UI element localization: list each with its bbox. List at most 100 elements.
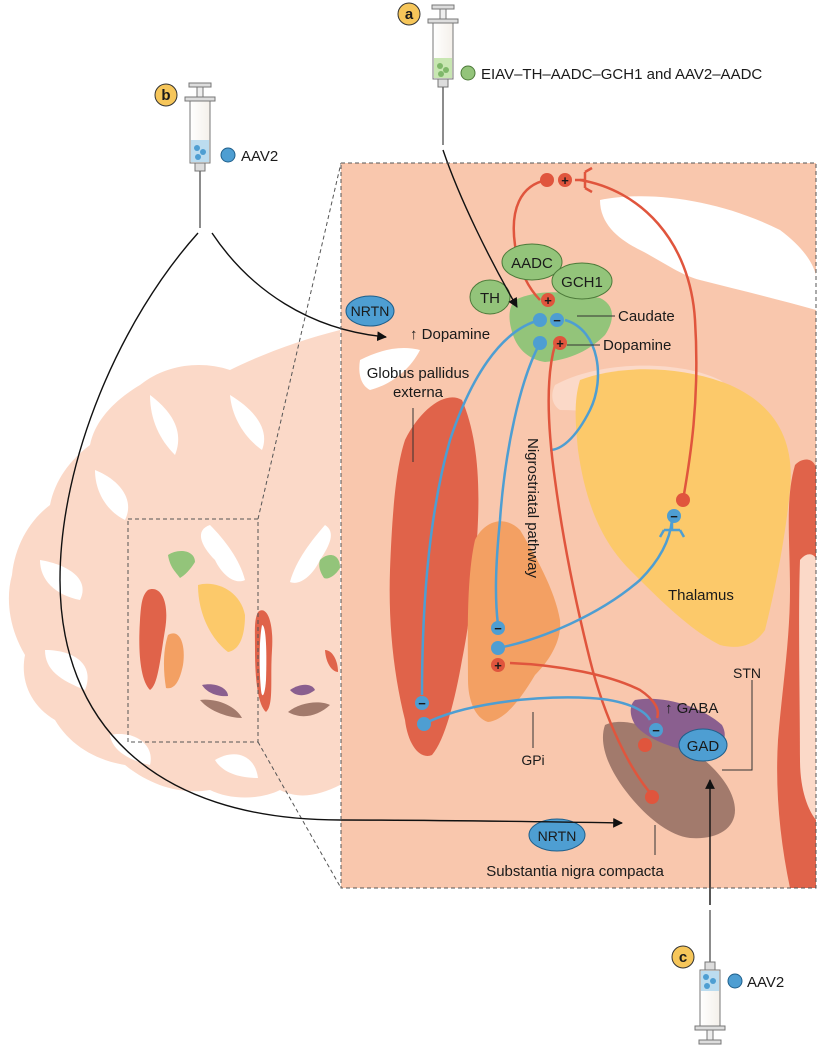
sulcus [45, 650, 88, 690]
vector-particle [710, 978, 716, 984]
red-soma-thalamus [676, 493, 690, 507]
mini-putamen [139, 589, 167, 690]
globus-pallidus-label-line2: externa [393, 384, 444, 401]
dopamine-up-label: ↑ Dopamine [410, 326, 490, 343]
plus-sign-gpi: + [494, 658, 502, 673]
minus-sign-caudate: − [553, 313, 561, 328]
blue-pathway-caudate-gpi [494, 342, 542, 626]
blue-pathway-caudate-thalamus [549, 318, 600, 452]
red-soma-cortex [540, 173, 554, 187]
minus-sign-stn: − [652, 723, 660, 738]
sulcus [95, 470, 129, 520]
lateral-ventricle [200, 525, 245, 582]
syringe-rod [439, 8, 447, 20]
badge-c-letter: c [679, 949, 687, 966]
minus-badge-thalamus [667, 509, 681, 523]
vector-particle [437, 63, 443, 69]
vector-b-label: AAV2 [241, 148, 278, 165]
minus-badge-caudate [550, 313, 564, 327]
zoomed-panel: + − − + + − + − − AADC GCH1 TH GAD [341, 163, 816, 888]
nrtn-oval-top [345, 295, 395, 327]
vector-particle [703, 974, 709, 980]
vector-particle [704, 983, 710, 989]
aadc-oval [501, 243, 563, 281]
red-pathway-cortex-loop [512, 178, 548, 301]
caudate-label: Caudate [618, 308, 675, 325]
blue-soma-caudate-1 [533, 313, 547, 327]
thalamus-region [575, 369, 791, 647]
gch1-oval [551, 262, 613, 300]
gpi-label: GPi [521, 752, 544, 768]
dopamine-label: Dopamine [603, 337, 671, 354]
minus-badge-gpi [491, 621, 505, 635]
sulcus [230, 395, 265, 450]
substantia-nigra-region [602, 721, 735, 839]
vector-a-icon [460, 65, 476, 81]
syringe-flange [427, 18, 459, 24]
zoom-line-top [257, 162, 342, 520]
mini-snc-right [288, 702, 330, 717]
minus-sign-thalamus: − [670, 509, 678, 524]
vector-particle [438, 71, 444, 77]
arrow-b-to-snc [59, 232, 623, 828]
mini-snc-left [200, 699, 242, 718]
nigrostriatal-label: Nigrostriatal pathway [524, 438, 541, 579]
zoomed-panel-frame [340, 162, 817, 889]
globus-pallidus-label-line1: Globus pallidus [367, 365, 470, 382]
mini-caudate-left [168, 550, 195, 578]
syringe-hub [194, 162, 206, 172]
vector-particle [200, 149, 206, 155]
badge-b-letter: b [161, 87, 170, 104]
red-pathway-nigrostriatal [547, 344, 653, 796]
sulcus [215, 754, 258, 778]
synapse-thalamus [658, 520, 686, 538]
arrow-a-to-caudate [442, 149, 518, 308]
syringe-plunger [698, 1039, 722, 1045]
red-pathway-thalamus [579, 178, 698, 501]
blue-soma-gpe [417, 717, 431, 731]
blue-pathway-caudate-gpe [420, 318, 541, 696]
mini-caudate-right [319, 555, 340, 579]
mini-third-ventricle-core [259, 625, 267, 696]
mini-stn-left [202, 684, 228, 697]
plus-badge-cortex [558, 173, 572, 187]
plus-sign-dopamine: + [556, 336, 564, 351]
synapse-cortex [575, 166, 593, 194]
minus-sign-gpi: − [494, 621, 502, 636]
plus-badge-gpi [491, 658, 505, 672]
red-soma-stn [638, 738, 652, 752]
arrow-b-to-caudate [211, 232, 387, 342]
lateral-ventricle [290, 525, 331, 583]
vector-particle [194, 145, 200, 151]
syringe-hub [704, 961, 716, 971]
plus-badge-caudate-top [541, 293, 555, 307]
blue-soma-gpi [491, 641, 505, 655]
vector-c-label: AAV2 [747, 974, 784, 991]
vector-particle [195, 154, 201, 160]
th-label: TH [480, 290, 500, 307]
syringe-hub [437, 78, 449, 88]
gch1-label: GCH1 [561, 274, 603, 291]
minus-badge-stn [649, 723, 663, 737]
mini-stn-right [290, 684, 315, 696]
syringe-flange [184, 96, 216, 102]
vector-particle [443, 67, 449, 73]
vector-b-icon [220, 147, 236, 163]
syringe-b: b AAV2 [154, 82, 278, 228]
syringe-flange [694, 1025, 726, 1031]
plus-badge-dopamine [553, 336, 567, 350]
vector-a-label: EIAV–TH–AADC–GCH1 and AAV2–AADC [481, 66, 762, 83]
red-pathway-stn-gpi [509, 661, 659, 719]
nrtn-label-top: NRTN [351, 303, 390, 319]
gaba-up-label: ↑ GABA [665, 700, 718, 717]
badge-a-letter: a [405, 6, 414, 23]
syringe-plunger [431, 4, 455, 10]
syringe-a: a EIAV–TH–AADC–GCH1 and AAV2–AADC [397, 2, 762, 145]
vector-c-icon [727, 973, 743, 989]
badge-a [397, 2, 421, 26]
blue-soma-caudate-2 [533, 336, 547, 350]
blue-pathway-gpi-thalamus [497, 519, 674, 650]
stn-pointer [722, 680, 753, 771]
sulcus [40, 560, 83, 600]
